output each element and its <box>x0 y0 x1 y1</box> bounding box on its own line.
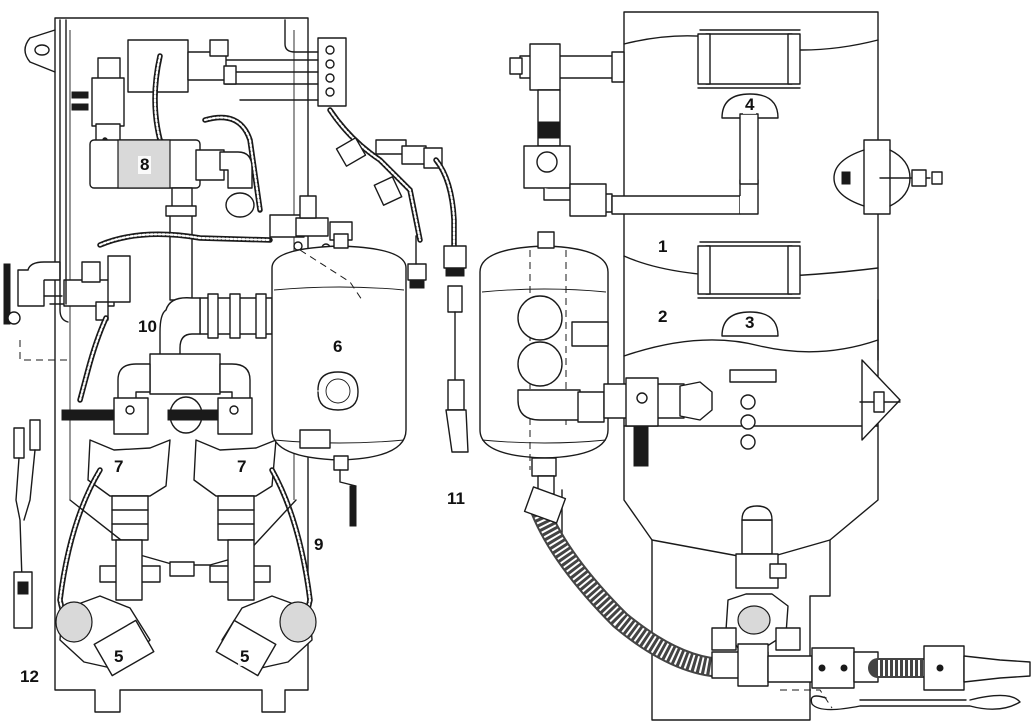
callout-7-left: 7 <box>112 457 126 476</box>
front-view <box>3 17 469 713</box>
callout-9: 9 <box>312 535 326 554</box>
callout-2: 2 <box>656 307 670 326</box>
side-view <box>479 11 1031 721</box>
callout-10: 10 <box>136 317 159 336</box>
metering-valve-7-right <box>193 397 277 541</box>
air-receiver-6 <box>271 233 407 527</box>
callout-12: 12 <box>18 667 41 686</box>
callout-5-right: 5 <box>238 647 252 666</box>
callout-1: 1 <box>656 237 670 256</box>
callout-8: 8 <box>138 155 152 174</box>
lifting-eye <box>24 29 56 73</box>
callout-11: 11 <box>445 489 467 508</box>
callout-3: 3 <box>743 313 757 332</box>
callout-5-left: 5 <box>112 647 126 666</box>
callout-4: 4 <box>743 95 757 114</box>
callout-7-right: 7 <box>235 457 249 476</box>
callout-6: 6 <box>331 337 345 356</box>
pinch-valve-5-left <box>55 595 155 677</box>
metering-valve-7-left <box>87 397 171 541</box>
pinch-valve-5-right <box>215 595 317 677</box>
back-plate <box>54 17 309 713</box>
